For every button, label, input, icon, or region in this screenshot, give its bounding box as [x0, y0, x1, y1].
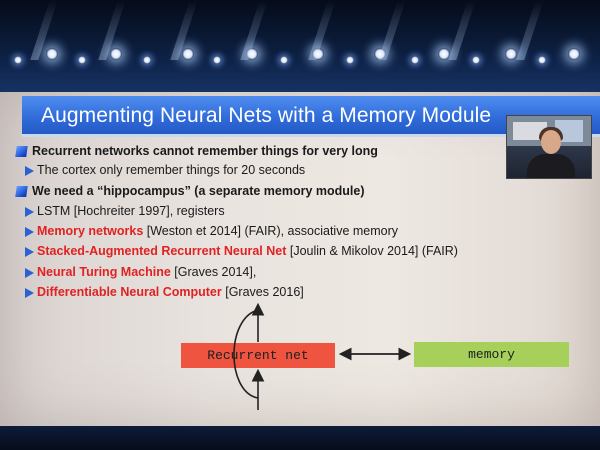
stage-light: [143, 56, 151, 64]
bullet-text: We need a “hippocampus” (a separate memo…: [32, 184, 365, 198]
bullet-triangle-icon: [25, 247, 34, 257]
video-poster: [513, 122, 547, 140]
bullet-rest: [Joulin & Mikolov 2014] (FAIR): [286, 244, 458, 258]
stage-light: [346, 56, 354, 64]
bullet-rest: [Graves 2016]: [221, 285, 304, 299]
slide-title: Augmenting Neural Nets with a Memory Mod…: [41, 104, 492, 127]
stage-light: [568, 48, 580, 60]
stage-light: [374, 48, 386, 60]
bullet-triangle-icon: [25, 288, 34, 298]
speaker-body: [527, 154, 575, 178]
stage-ceiling: [0, 0, 600, 92]
stage-light: [505, 48, 517, 60]
light-beam: [448, 0, 476, 60]
light-beam: [516, 0, 544, 60]
bullet-text: Memory networks [Weston et 2014] (FAIR),…: [37, 224, 398, 238]
venue-floor: [0, 426, 600, 450]
stage-light: [110, 48, 122, 60]
bullet-text: The cortex only remember things for 20 s…: [37, 163, 306, 177]
recurrent-loop: [233, 309, 259, 399]
speaker-head: [541, 130, 561, 154]
bullet-text: Stacked-Augmented Recurrent Neural Net […: [37, 244, 458, 258]
bullet-highlight: Memory networks: [37, 224, 144, 238]
bullet-triangle-icon: [25, 227, 34, 237]
bullet-rest: [Weston et 2014] (FAIR), associative mem…: [143, 224, 399, 238]
title-underline: [22, 134, 600, 137]
stage-light: [411, 56, 419, 64]
bullet-rest: [Graves 2014],: [170, 265, 257, 279]
stage-light: [438, 48, 450, 60]
bullet-highlight: Differentiable Neural Computer: [37, 285, 222, 299]
recurrent-net-label: Recurrent net: [207, 348, 309, 363]
stage-light: [213, 56, 221, 64]
stage-light: [312, 48, 324, 60]
diagram-arrows: [233, 302, 412, 410]
projected-slide: Augmenting Neural Nets with a Memory Mod…: [0, 92, 600, 426]
memory-box: memory: [414, 342, 569, 367]
bullet-highlight: Neural Turing Machine: [37, 265, 171, 279]
bullet-highlight: Stacked-Augmented Recurrent Neural Net: [37, 244, 287, 258]
stage-light: [46, 48, 58, 60]
bullet-text: LSTM [Hochreiter 1997], registers: [37, 204, 225, 218]
bullet-triangle-icon: [25, 166, 34, 176]
bullet-text: Differentiable Neural Computer [Graves 2…: [37, 285, 304, 299]
bullet-text: Neural Turing Machine [Graves 2014],: [37, 265, 256, 279]
bullet-text: Recurrent networks cannot remember thing…: [32, 144, 378, 158]
stage-light: [14, 56, 22, 64]
bullet-triangle-icon: [25, 207, 34, 217]
stage-light: [182, 48, 194, 60]
recurrent-net-box: Recurrent net: [181, 343, 335, 368]
stage-light: [472, 56, 480, 64]
stage-light: [538, 56, 546, 64]
stage-light: [78, 56, 86, 64]
stage-light: [246, 48, 258, 60]
title-bar: [22, 96, 600, 134]
memory-label: memory: [468, 347, 515, 362]
stage-light: [280, 56, 288, 64]
speaker-video: [506, 115, 592, 179]
bullet-triangle-icon: [25, 268, 34, 278]
